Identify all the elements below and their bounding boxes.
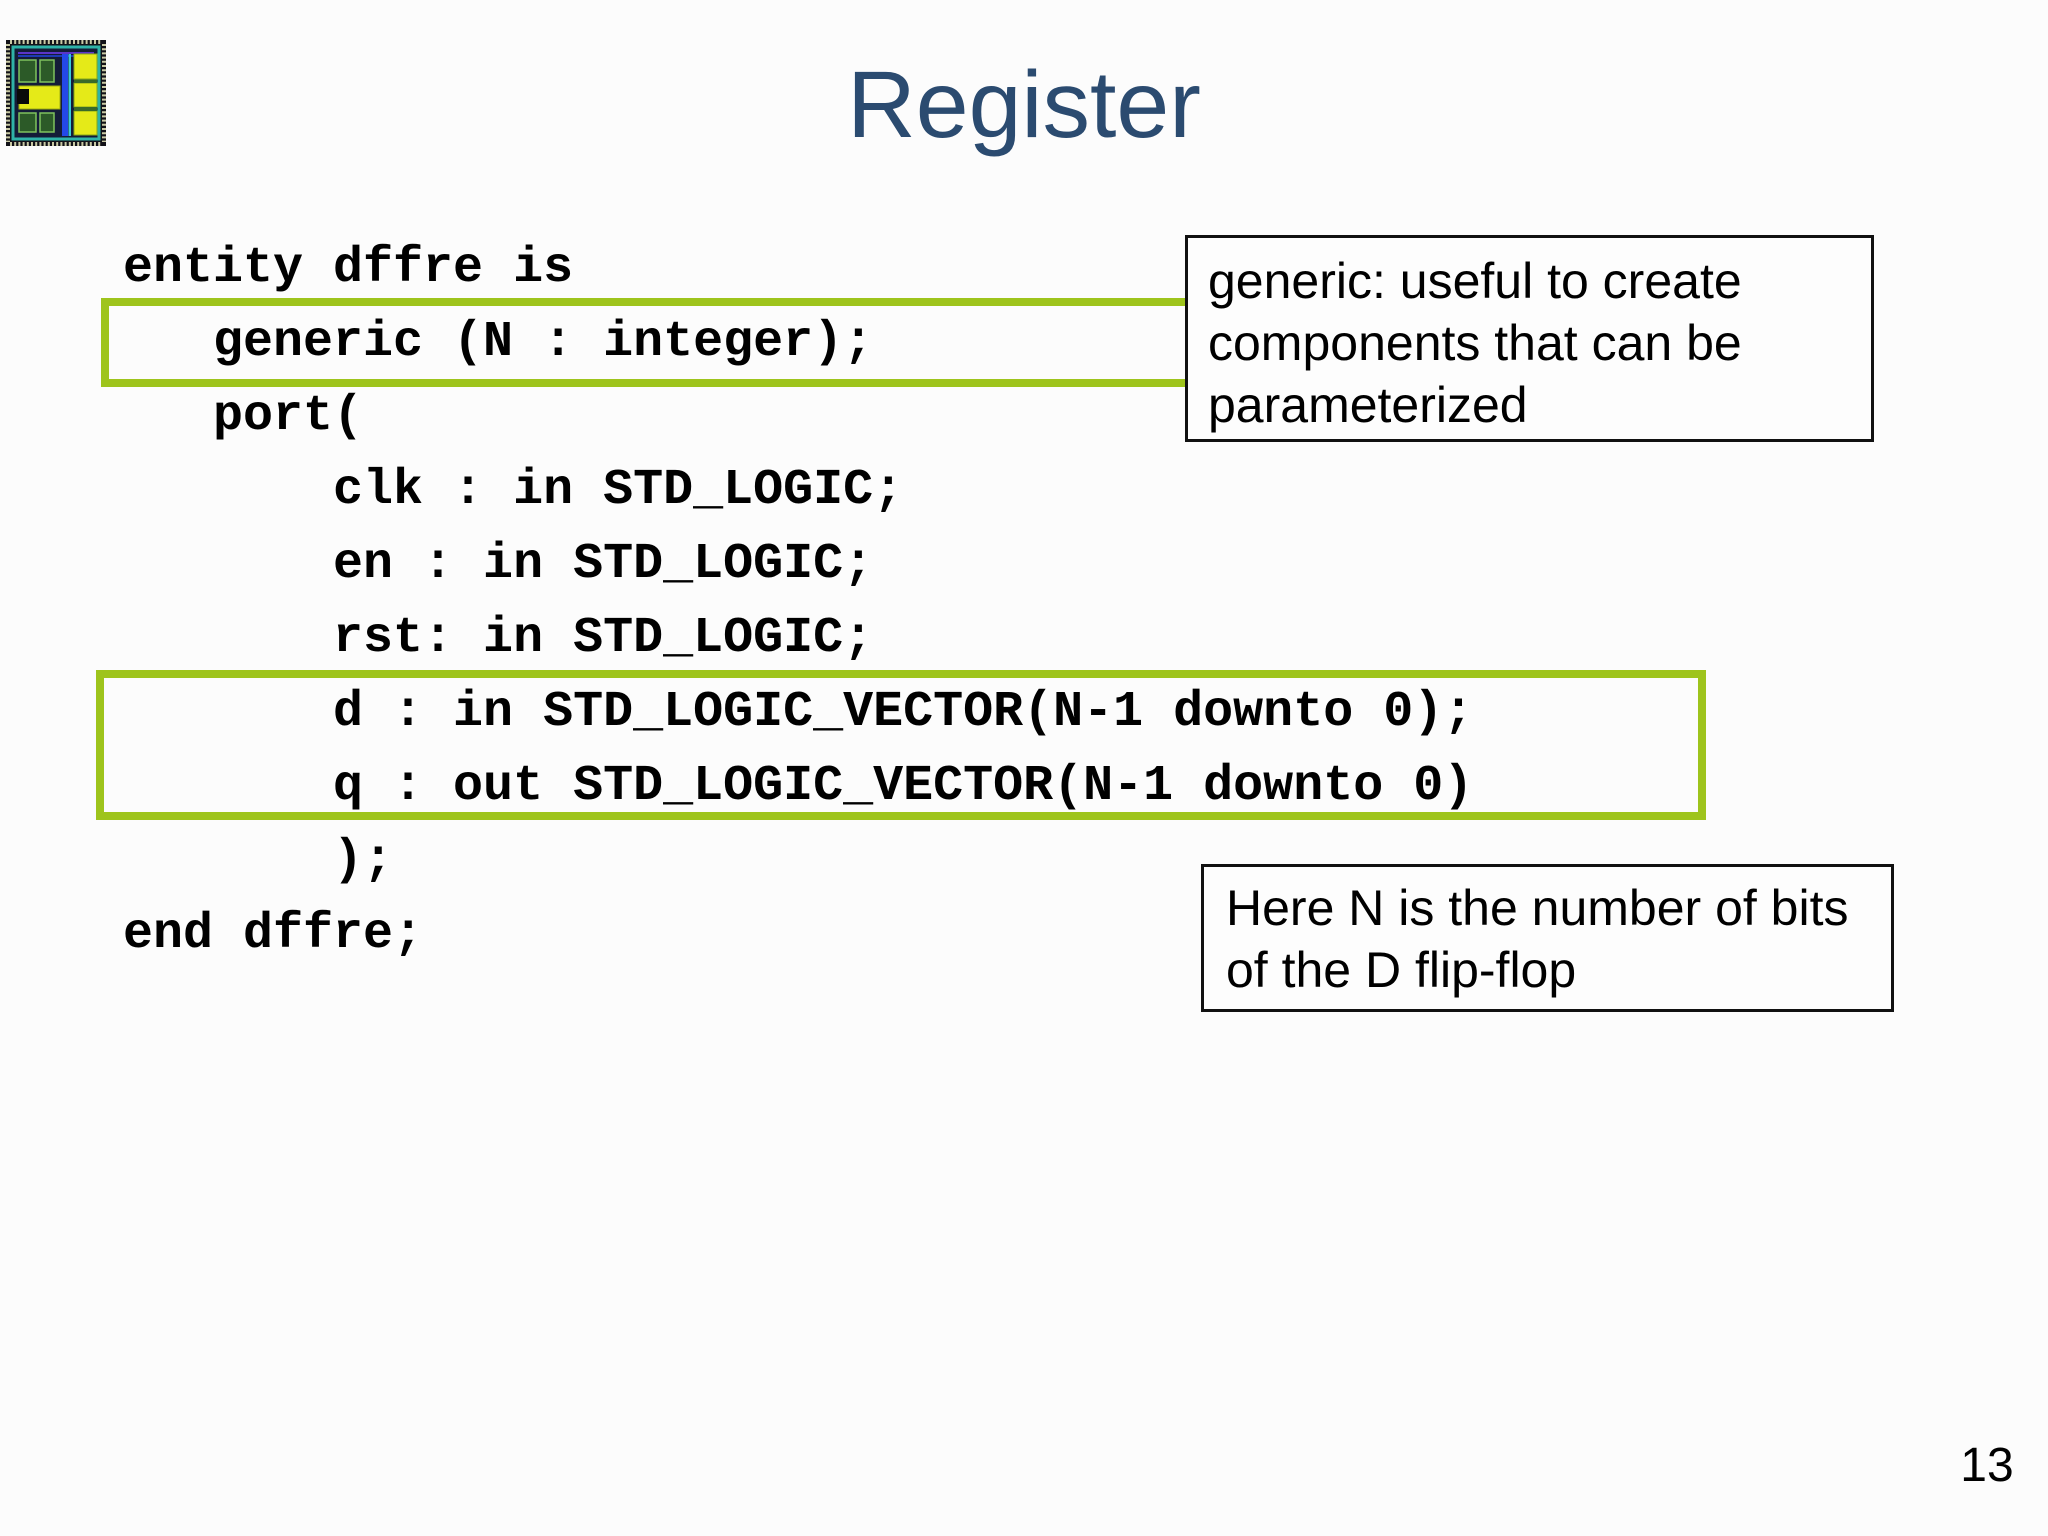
code-line-generic: generic (N : integer); [123,314,874,371]
code-line-end: end dffre; [123,906,424,963]
callout-nbits-text: Here N is the number of bits of the D fl… [1226,880,1849,998]
code-line-d: d : in STD_LOGIC_VECTOR(N-1 downto 0); [123,684,1474,741]
page-number: 13 [1960,1439,2014,1492]
code-line-entity: entity dffre is [123,240,574,297]
vhdl-code-block: entity dffre is generic (N : integer); p… [123,232,1473,972]
code-line-close: ); [123,832,394,889]
callout-generic-text: generic: useful to create components tha… [1208,253,1742,433]
code-line-rst: rst: in STD_LOGIC; [123,610,874,667]
callout-nbits-note: Here N is the number of bits of the D fl… [1201,864,1894,1012]
highlight-box-vectors [96,670,1706,820]
page-title: Register [847,52,1201,158]
callout-generic-note: generic: useful to create components tha… [1185,235,1874,442]
chip-die-logo-icon [6,40,106,146]
code-line-q: q : out STD_LOGIC_VECTOR(N-1 downto 0) [123,758,1474,815]
code-line-en: en : in STD_LOGIC; [123,536,874,593]
code-line-port: port( [123,388,364,445]
code-line-clk: clk : in STD_LOGIC; [123,462,904,519]
